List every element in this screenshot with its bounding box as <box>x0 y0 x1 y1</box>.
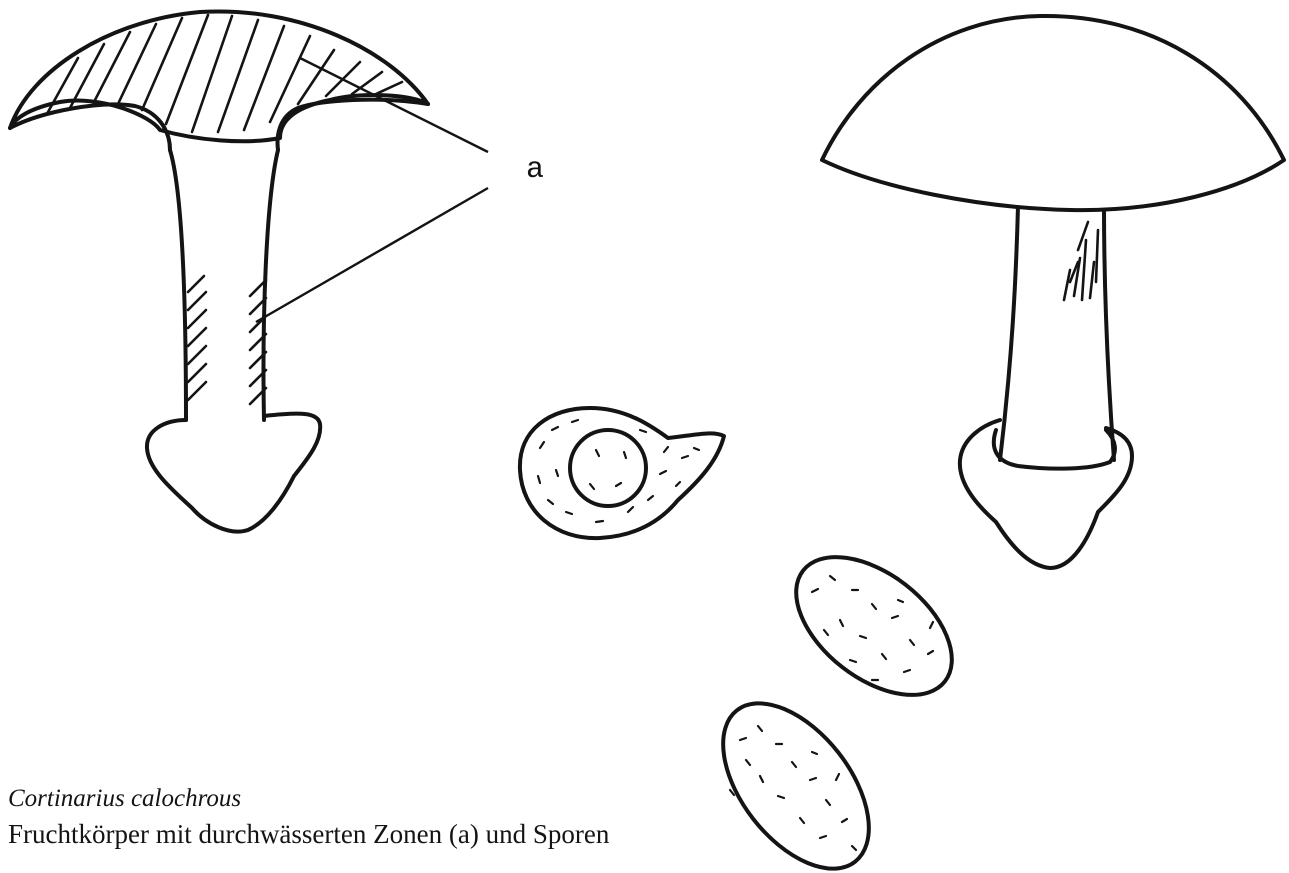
section-stem-left-edge <box>170 150 186 420</box>
exterior-bulb-rim <box>994 430 1115 469</box>
stem-streaks <box>1064 222 1098 300</box>
spore-3 <box>694 677 897 873</box>
section-bulb <box>147 414 320 532</box>
spore-1 <box>520 408 724 538</box>
exterior-bulb <box>960 420 1132 568</box>
stem-hatching <box>188 276 266 404</box>
spore-2 <box>771 530 977 723</box>
cap-hatching <box>48 15 402 132</box>
exterior-stem-right <box>1104 206 1114 460</box>
section-cap <box>10 11 428 141</box>
figure-caption: Cortinarius calochrous Fruchtkörper mit … <box>8 782 609 852</box>
section-gill-right <box>278 100 428 150</box>
section-stem-right-edge <box>264 150 278 420</box>
caption-description: Fruchtkörper mit durchwässerten Zonen (a… <box>8 816 609 852</box>
leader-line-cap <box>300 58 488 152</box>
leader-line-stem <box>256 188 488 322</box>
zone-a-label: a <box>526 153 544 187</box>
caption-species-name: Cortinarius calochrous <box>8 782 609 816</box>
exterior-cap <box>822 16 1284 210</box>
exterior-stem <box>1000 206 1018 460</box>
mushroom-exterior-drawing <box>822 16 1284 568</box>
